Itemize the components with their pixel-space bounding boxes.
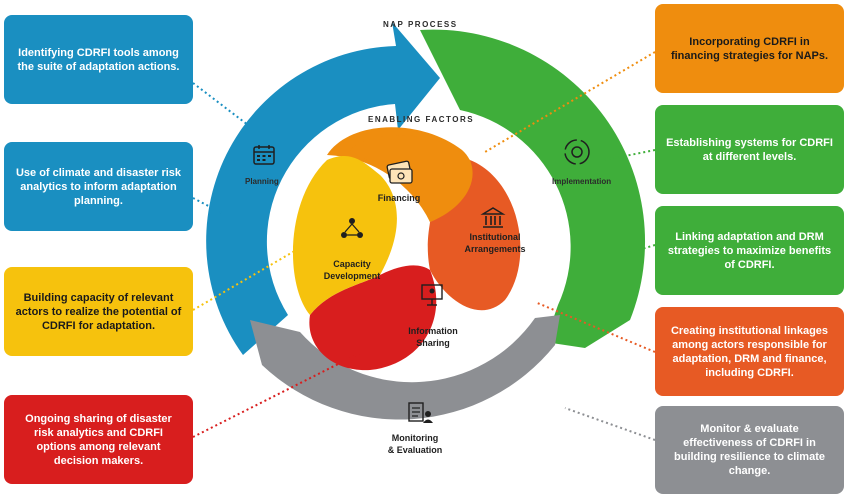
sharing-label: Sharing [416,338,450,348]
callout-box-identifying-tools: Identifying CDRFI tools among the suite … [4,15,193,104]
callout-box-risk-analytics: Use of climate and disaster risk analyti… [4,142,193,231]
callout-box-financing-strategies: Incorporating CDRFI in financing strateg… [655,4,844,93]
monitoring-arc [250,315,560,420]
planning-label: Planning [245,177,279,186]
network-people-icon [341,218,363,238]
development-label: Development [324,271,381,281]
implementation-label: Implementation [552,177,611,186]
callout-text: Ongoing sharing of disaster risk analyti… [25,412,172,467]
money-stack-icon [386,160,413,184]
callout-text: Establishing systems for CDRFI at differ… [666,136,833,163]
enabling-factors-title: ENABLING FACTORS [368,115,474,124]
capacity-label: Capacity [333,259,371,269]
callout-box-establishing-systems: Establishing systems for CDRFI at differ… [655,105,844,194]
callout-text: Creating institutional linkages among ac… [670,324,829,379]
callout-text: Incorporating CDRFI in financing strateg… [670,35,829,62]
callout-text: Identifying CDRFI tools among the suite … [17,46,180,73]
callout-box-monitor-evaluate: Monitor & evaluate effectiveness of CDRF… [655,406,844,494]
financing-label: Financing [378,193,421,203]
institutional-petal [427,160,521,311]
information-petal [309,265,437,371]
connector-line [621,244,656,256]
nap-process-title: NAP PROCESS [383,20,458,29]
presentation-board-icon [421,284,443,306]
connector-line [192,351,363,438]
institution-building-icon [480,207,506,228]
connector-line [564,407,656,441]
callout-box-institutional-linkages: Creating institutional linkages among ac… [655,307,844,396]
arrangements-label: Arrangements [464,244,525,254]
callout-text: Linking adaptation and DRM strategies to… [667,230,832,271]
institutional-label: Institutional [470,232,521,242]
evaluation-label: & Evaluation [388,445,443,455]
information-label: Information [408,326,458,336]
connector-line [534,301,656,353]
calendar-icon [253,145,275,165]
planning-arc [206,22,440,355]
callout-box-ongoing-sharing: Ongoing sharing of disaster risk analyti… [4,395,193,484]
callout-box-linking-strategies: Linking adaptation and DRM strategies to… [655,206,844,295]
cycle-gear-icon [564,139,590,165]
connector-line [192,244,306,311]
callout-text: Building capacity of relevant actors to … [15,291,182,332]
connector-line [192,197,223,214]
callout-box-building-capacity: Building capacity of relevant actors to … [4,267,193,356]
monitoring-label: Monitoring [392,433,439,443]
checklist-person-icon [408,402,433,423]
connector-line [604,149,656,161]
connector-line [192,82,249,126]
callout-text: Use of climate and disaster risk analyti… [15,166,182,207]
implementation-arc [420,29,646,349]
callout-text: Monitor & evaluate effectiveness of CDRF… [674,423,825,477]
